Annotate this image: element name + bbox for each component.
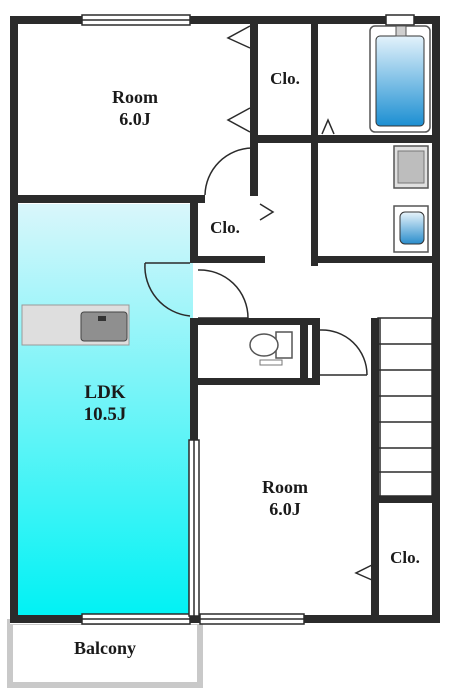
windows [81,14,415,625]
closet-doors [226,25,373,581]
ldk-floor [18,204,193,617]
closet-bottom-name: Clo. [390,548,420,567]
ldk-size: 10.5J [83,404,127,425]
staircase [377,317,433,497]
room-top-name: Room [112,87,158,107]
room-top-label: Room 6.0J [100,86,170,130]
ldk-name: LDK [84,382,126,403]
ldk-label: LDK 10.5J [70,382,140,426]
kitchen-counter [21,304,130,346]
doors [144,147,368,376]
bathtub [369,25,431,133]
room-top-size: 6.0J [119,109,151,129]
closet-top-label: Clo. [262,68,308,90]
closet-top-name: Clo. [270,69,300,88]
balcony-label: Balcony [55,637,155,659]
closet-mid-name: Clo. [210,218,240,237]
toilet-icon [249,331,293,366]
room-bottom-name: Room [262,477,308,497]
washroom-fixtures [315,145,429,254]
closet-mid-label: Clo. [202,217,248,239]
closet-bottom-label: Clo. [382,547,428,569]
room-bottom-size: 6.0J [269,499,301,519]
room-bottom-label: Room 6.0J [250,476,320,520]
balcony-name: Balcony [73,638,136,658]
